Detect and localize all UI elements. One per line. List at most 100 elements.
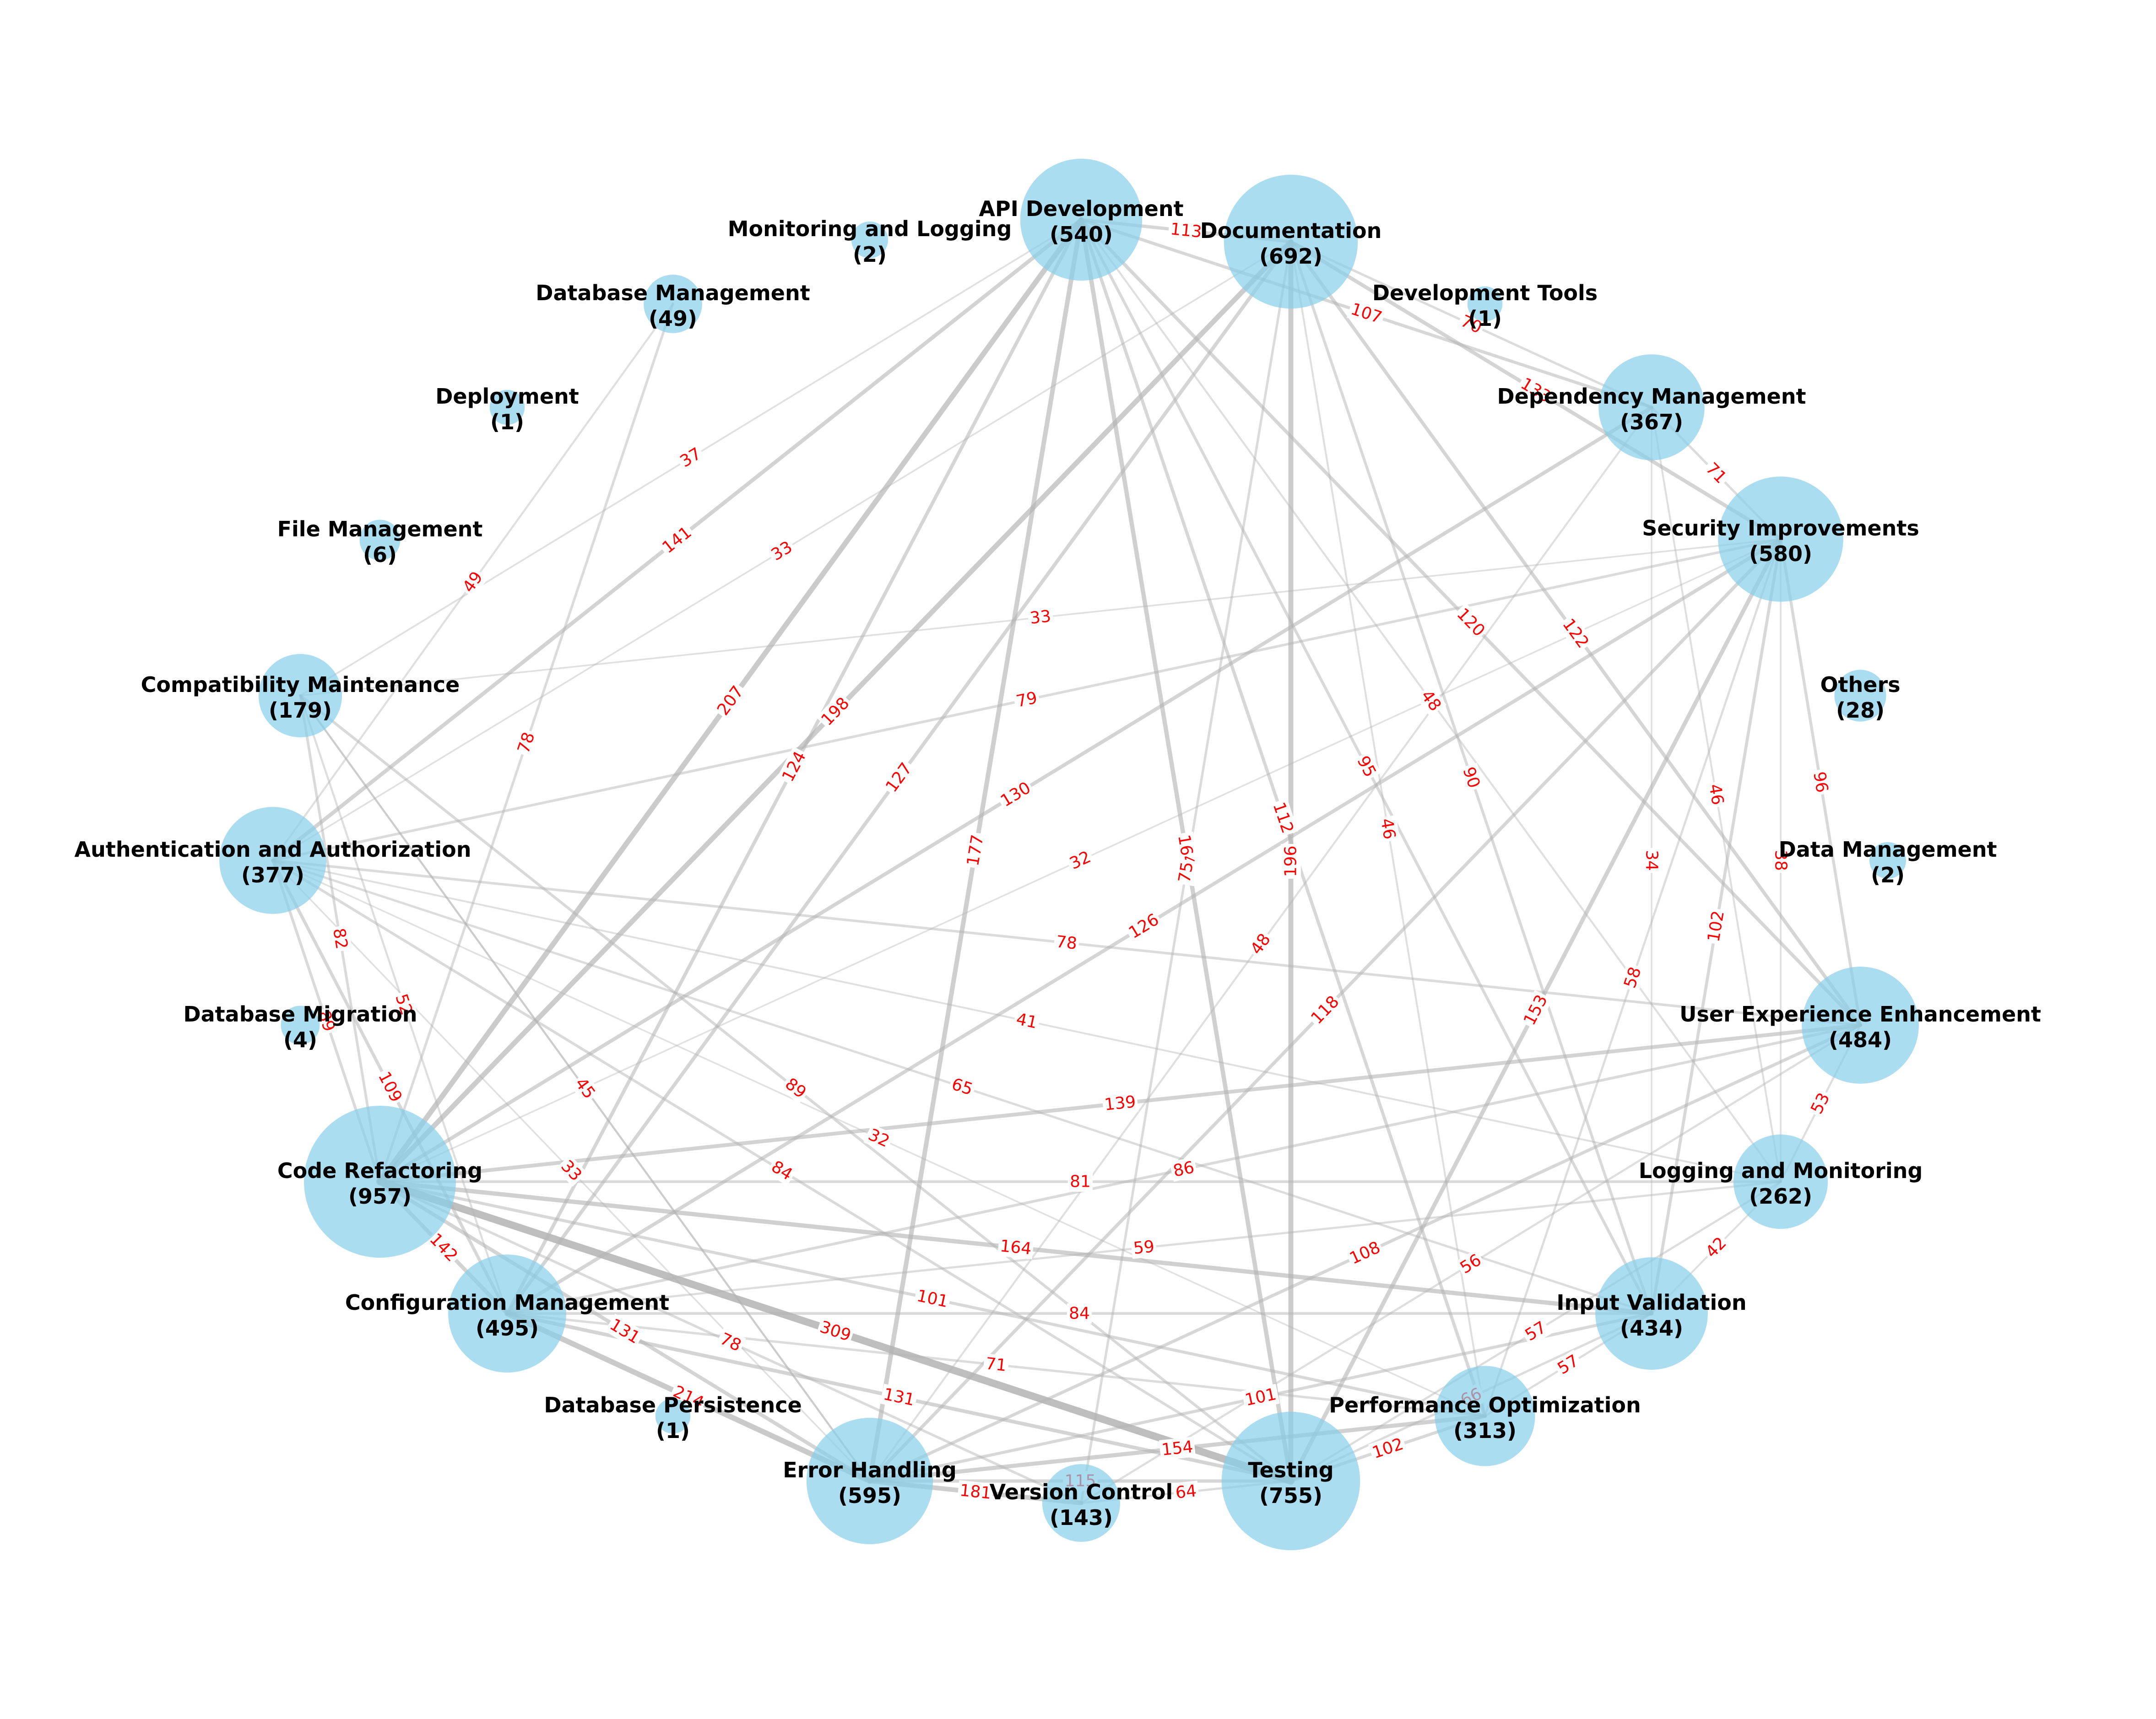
edge-label-background xyxy=(1808,768,1833,796)
edge-weight-text: 84 xyxy=(1069,1304,1090,1323)
edge-label-background xyxy=(780,1072,812,1104)
edge-weight-label: 181 xyxy=(957,1480,994,1504)
edge-label-background xyxy=(1241,1384,1280,1411)
edge-weight-label: 71 xyxy=(982,1353,1010,1376)
node-circle xyxy=(1869,842,1907,879)
edge-label-background xyxy=(1101,1092,1139,1115)
edge-label-background xyxy=(1704,780,1728,809)
edge-label-background xyxy=(1245,928,1276,960)
node-name-label: User Experience Enhancement xyxy=(1679,1002,2041,1027)
node-circle xyxy=(1733,1134,1828,1229)
edge-weight-text: 79 xyxy=(1014,688,1039,711)
edge-weight-label: 37 xyxy=(675,443,707,473)
node-circle xyxy=(1718,476,1843,602)
node-circle xyxy=(1802,967,1919,1084)
node-sec: Security Improvements(580) xyxy=(1642,476,1919,602)
edge-weight-label: 96 xyxy=(1808,768,1833,796)
edge-weight-label: 309 xyxy=(816,1316,855,1346)
edge-weight-text: 53 xyxy=(1807,1090,1833,1117)
edge-weight-text: 196 xyxy=(1282,846,1300,877)
node-compat: Compatibility Maintenance(179) xyxy=(141,654,460,738)
edge-weight-label: 153 xyxy=(1518,990,1553,1030)
node-file: File Management(6) xyxy=(277,517,483,567)
node-doc: Documentation(692) xyxy=(1200,174,1382,309)
edge-label-background xyxy=(373,1067,407,1107)
node-circle xyxy=(1598,354,1705,460)
edge-weight-label: 57 xyxy=(1552,1350,1584,1380)
node-circle xyxy=(258,654,342,738)
edge-label-background xyxy=(675,443,707,473)
edge-weight-label: 89 xyxy=(780,1072,812,1104)
node-name-label: Documentation xyxy=(1200,218,1382,243)
edge-label-background xyxy=(1552,1350,1584,1380)
edge-label-background xyxy=(657,521,697,559)
node-ux: User Experience Enhancement(484) xyxy=(1679,967,2041,1084)
node-name-label: Security Improvements xyxy=(1642,516,1919,541)
node-devtools: Development Tools(1) xyxy=(1372,281,1598,331)
edge-label-background xyxy=(569,1072,601,1104)
edge-weight-text: 101 xyxy=(1243,1385,1278,1410)
edge-label-background xyxy=(328,924,352,953)
node-circle xyxy=(281,1005,320,1045)
edge-weight-label: 46 xyxy=(1704,780,1728,809)
edge-weight-label: 196 xyxy=(1281,844,1301,879)
node-test: Testing(755) xyxy=(1221,1411,1360,1551)
node-circle xyxy=(1020,158,1143,281)
edge-label-background xyxy=(1281,844,1301,879)
edge-weight-text: 38 xyxy=(1771,850,1790,871)
edge-weight-label: 102 xyxy=(1368,1433,1408,1464)
node-mon: Monitoring and Logging(2) xyxy=(728,216,1012,267)
node-name-label: Database Migration xyxy=(183,1002,417,1027)
edge-weight-label: 131 xyxy=(605,1314,645,1349)
edge-label-background xyxy=(1124,908,1164,944)
edge-weight-label: 33 xyxy=(1027,606,1054,629)
edge-label-background xyxy=(1159,1437,1196,1460)
node-count-label: (2) xyxy=(853,242,887,267)
edge-weight-label: 139 xyxy=(1101,1092,1139,1115)
node-name-label: Version Control xyxy=(990,1480,1173,1504)
node-dbp: Database Persistence(1) xyxy=(544,1393,802,1443)
edge-weight-label: 41 xyxy=(1013,1008,1041,1034)
edge-label-background xyxy=(1306,990,1345,1030)
edge-label-background xyxy=(1376,815,1400,843)
edge-weight-label: 56 xyxy=(1455,1249,1487,1279)
edge-weight-text: 71 xyxy=(985,1354,1008,1375)
edge-label-background xyxy=(1170,1157,1198,1182)
edge-label-background xyxy=(863,1124,894,1153)
edge-weight-text: 75 xyxy=(1175,860,1197,884)
node-name-label: Code Refactoring xyxy=(277,1158,482,1183)
edge-weight-text: 37 xyxy=(677,444,704,471)
edge-label-background xyxy=(957,1480,994,1504)
edge-weight-label: 130 xyxy=(996,777,1036,812)
edge-weight-text: 34 xyxy=(1642,850,1661,871)
edge-label-background xyxy=(1268,798,1298,838)
edge-label-background xyxy=(1700,1232,1732,1264)
node-count-label: (434) xyxy=(1620,1316,1683,1341)
edge-label-background xyxy=(1130,1236,1158,1259)
edge-weight-label: 53 xyxy=(1806,1087,1835,1119)
edge-weight-text: 81 xyxy=(1070,1173,1091,1191)
node-name-label: API Development xyxy=(979,196,1183,221)
edge-label-background xyxy=(982,1353,1010,1376)
edge-weight-text: 46 xyxy=(1705,783,1727,806)
edge-weight-label: 109 xyxy=(373,1067,407,1107)
edge-label-background xyxy=(1013,687,1041,713)
edge-label-background xyxy=(1167,219,1205,243)
edge-label-background xyxy=(777,746,812,787)
edge-label-background xyxy=(555,1155,587,1187)
edge-label-background xyxy=(715,1328,746,1357)
edge-weight-text: 131 xyxy=(882,1385,916,1410)
node-circle xyxy=(1467,286,1503,322)
edge-label-background xyxy=(1053,931,1080,954)
node-config: Configuration Management(495) xyxy=(345,1254,669,1373)
node-perf: Performance Optimization(313) xyxy=(1329,1366,1641,1466)
edge-weight-text: 89 xyxy=(781,1075,809,1103)
edge-weight-text: 41 xyxy=(1014,1010,1039,1032)
edge-weight-label: 78 xyxy=(1053,931,1080,954)
node-others: Others(28) xyxy=(1820,670,1901,723)
node-name-label: Authentication and Authorization xyxy=(74,837,471,862)
edge-weight-text: 49 xyxy=(459,568,487,596)
edge-label-background xyxy=(1703,907,1729,946)
edge-weight-text: 82 xyxy=(329,927,351,951)
edge-label-background xyxy=(1457,762,1485,793)
